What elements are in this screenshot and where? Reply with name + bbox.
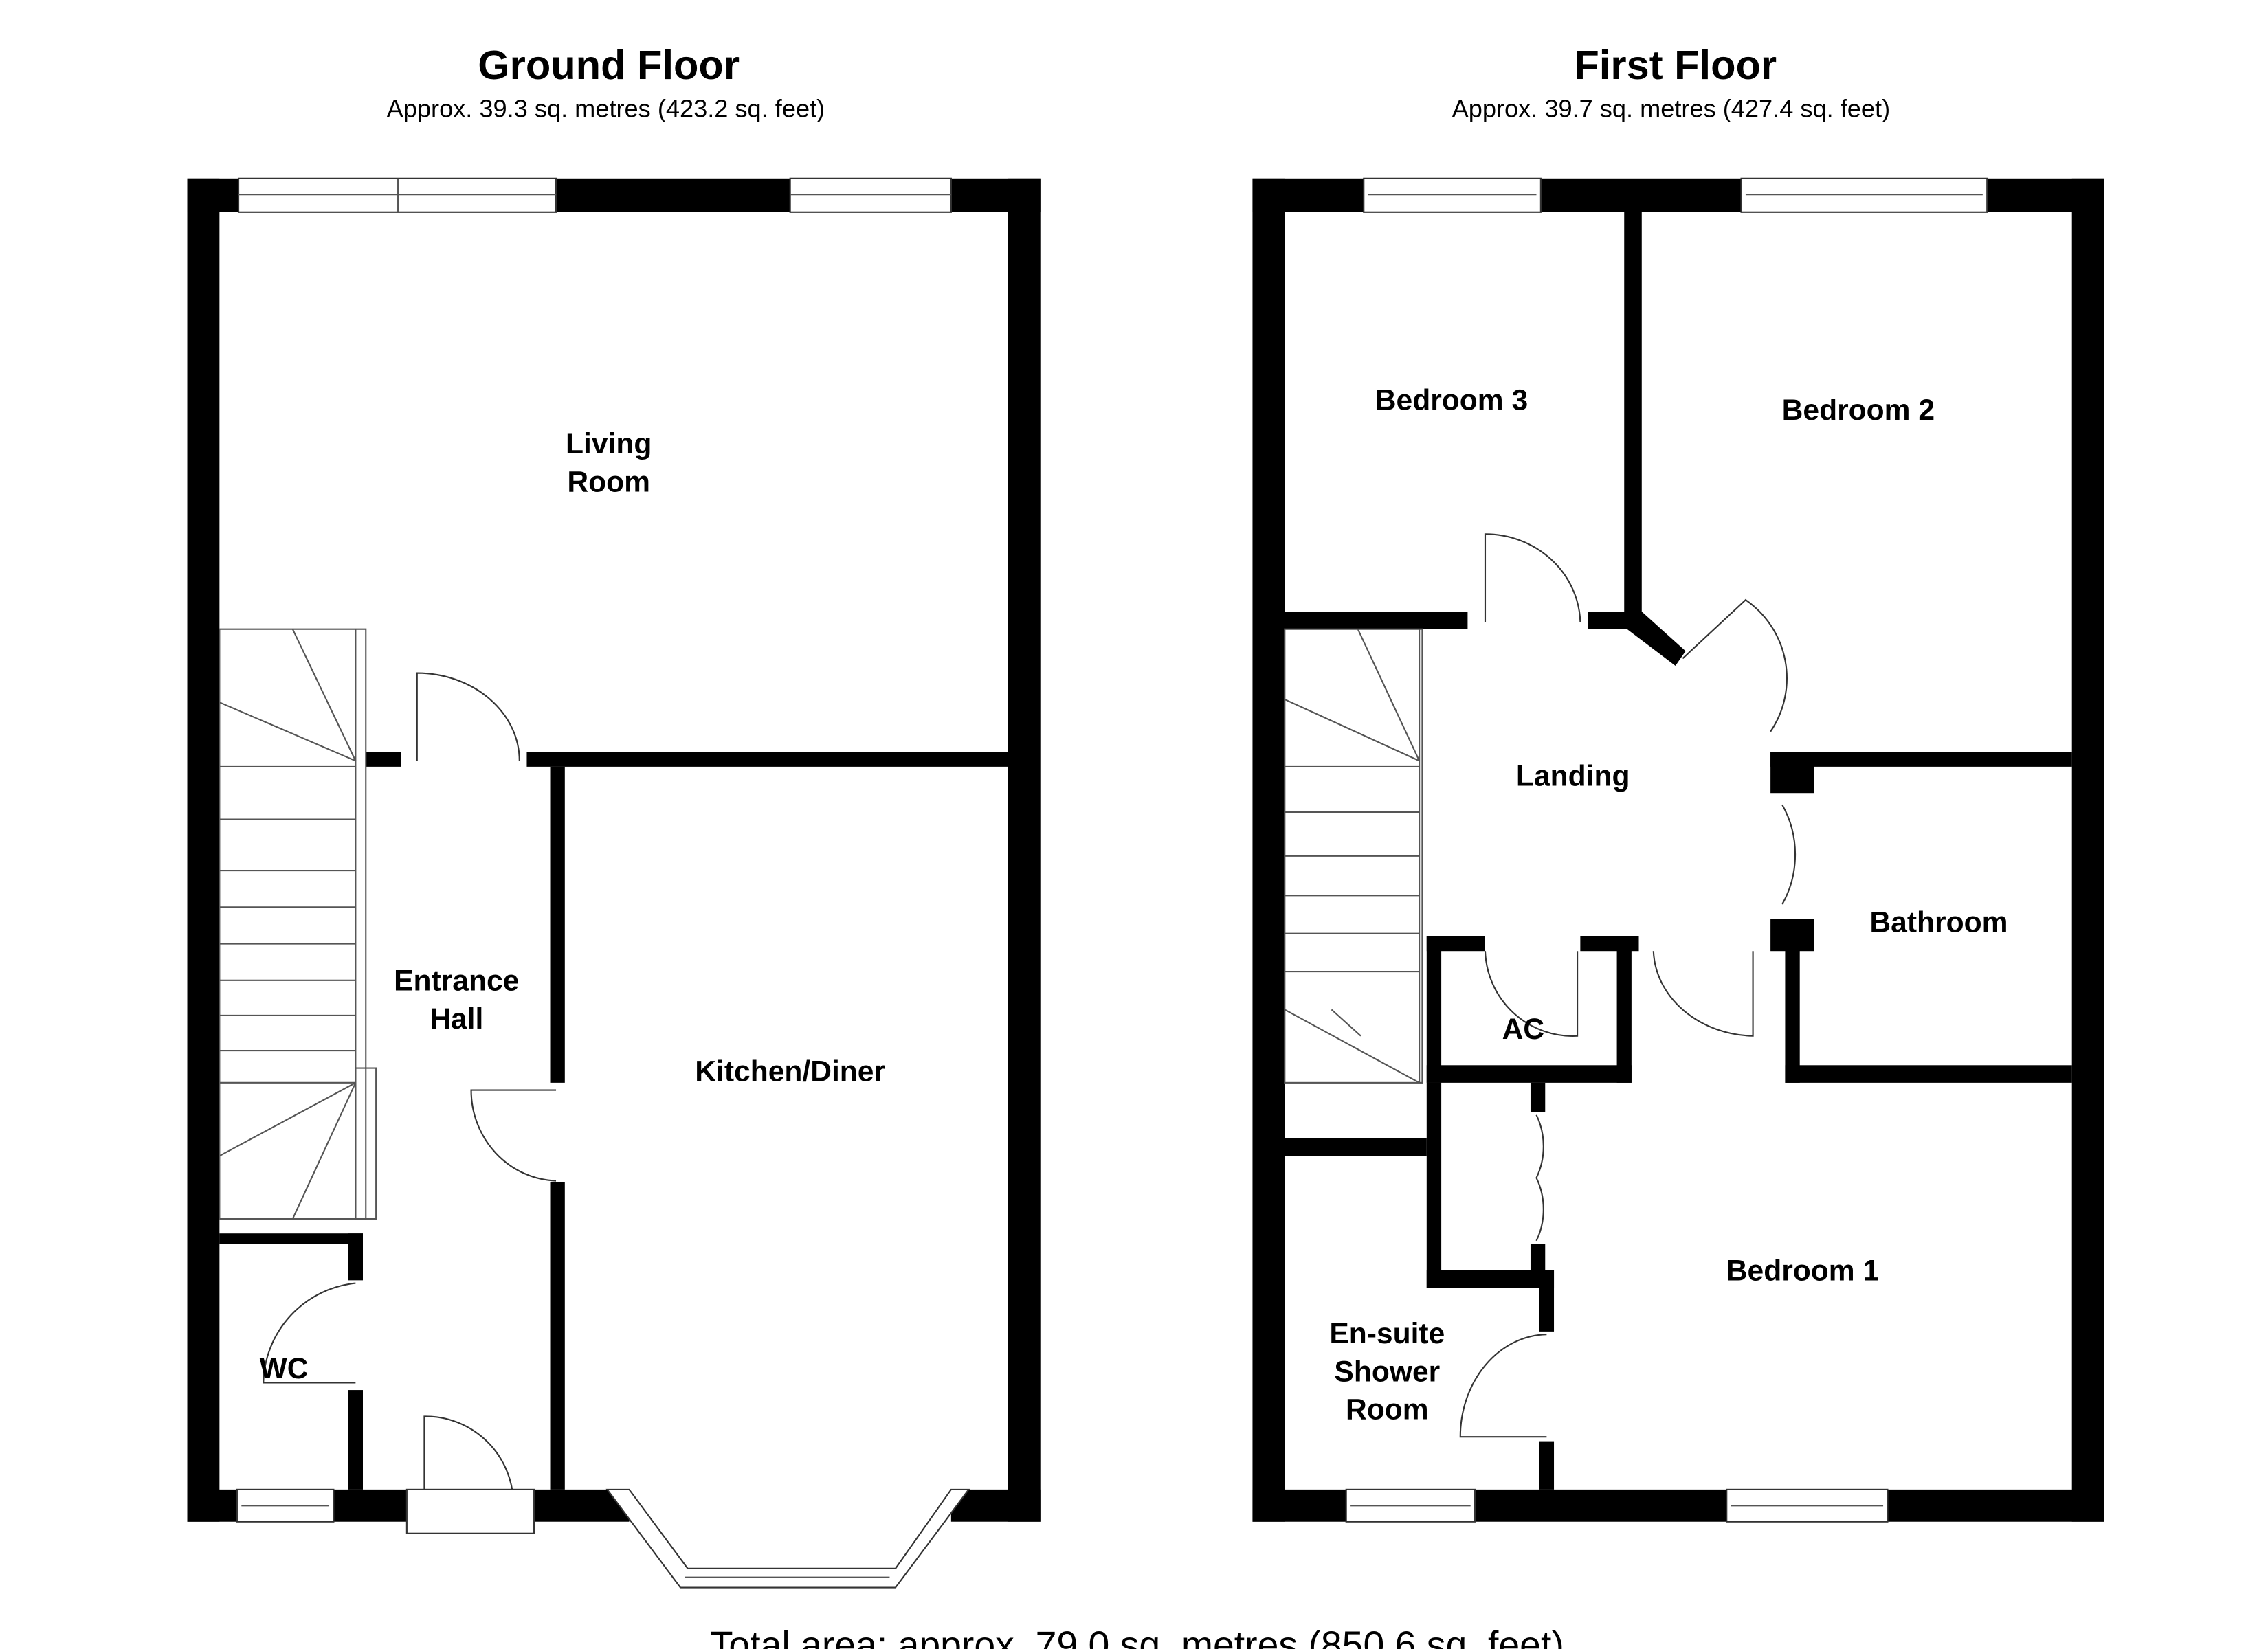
room-label: Bedroom 3 [1375,383,1528,416]
wardrobe-doors [1535,1114,1544,1242]
wall [1588,612,1642,629]
wall [1285,612,1468,629]
wall [1616,936,1632,1083]
front-door [405,1488,535,1534]
first-floor-plan: Bedroom 3 Bedroom 2 Landing Bathroom AC … [1252,177,2104,1523]
wall [1426,1082,1442,1288]
wall [363,752,401,767]
room-label: Room [1346,1393,1429,1426]
ground-floor-title: Ground Floor [478,42,740,88]
wall [1530,1244,1546,1273]
first-floor-title: First Floor [1574,42,1777,88]
room-label: Bedroom 2 [1782,394,1935,427]
wall [187,178,220,1522]
wall [1770,752,1814,794]
room-label: Room [567,466,650,499]
wall [550,766,565,1083]
ground-floor-area: Approx. 39.3 sq. metres (423.2 sq. feet) [387,94,825,122]
wall [1539,1441,1555,1490]
door-swing [263,1282,356,1384]
wall [1785,1065,2072,1083]
wall [348,1233,363,1281]
wall [526,752,1010,767]
bay-window [605,1488,970,1589]
wall [1785,919,1800,1083]
wall [2071,178,2104,1522]
ground-floor-plan: Living Room Entrance Hall Kitchen/Diner … [187,177,1041,1589]
room-label: Living [566,427,652,460]
wall [348,1390,363,1490]
door-swing [1652,951,1754,1037]
room-label: Hall [430,1002,483,1035]
room-label: WC [260,1352,309,1385]
wall [1530,1082,1546,1112]
wall [1770,752,2072,767]
room-label: Bedroom 1 [1726,1254,1879,1287]
door-swing [416,672,520,761]
room-label: Kitchen/Diner [695,1055,885,1088]
wall [550,1182,565,1490]
door-swing [1484,533,1581,622]
door-swing [1459,1334,1547,1438]
wall [950,1489,1041,1522]
room-label: En-suite [1329,1317,1445,1350]
wall [1426,1065,1632,1083]
door-swing [1484,951,1579,1037]
room-label: Bathroom [1869,906,2008,939]
staircase [1284,628,1423,1084]
door-swing [423,1415,513,1490]
wall [1285,1138,1427,1156]
door-swing [470,1089,557,1182]
door-swing [1682,598,1788,732]
room-label: Shower [1334,1355,1440,1388]
staircase [219,628,377,1220]
door-swing [1781,804,1797,905]
wall [1539,1270,1555,1332]
room-label: Landing [1516,760,1630,793]
wall [219,1233,363,1244]
room-label: AC [1502,1013,1544,1046]
room-label: Entrance [394,965,519,998]
wall [1008,178,1041,1522]
wall [1252,178,1285,1522]
wall [1426,936,1442,1083]
total-area: Total area: approx. 79.0 sq. metres (850… [710,1624,1564,1649]
first-floor-area: Approx. 39.7 sq. metres (427.4 sq. feet) [1452,94,1891,122]
wall [1624,212,1642,629]
